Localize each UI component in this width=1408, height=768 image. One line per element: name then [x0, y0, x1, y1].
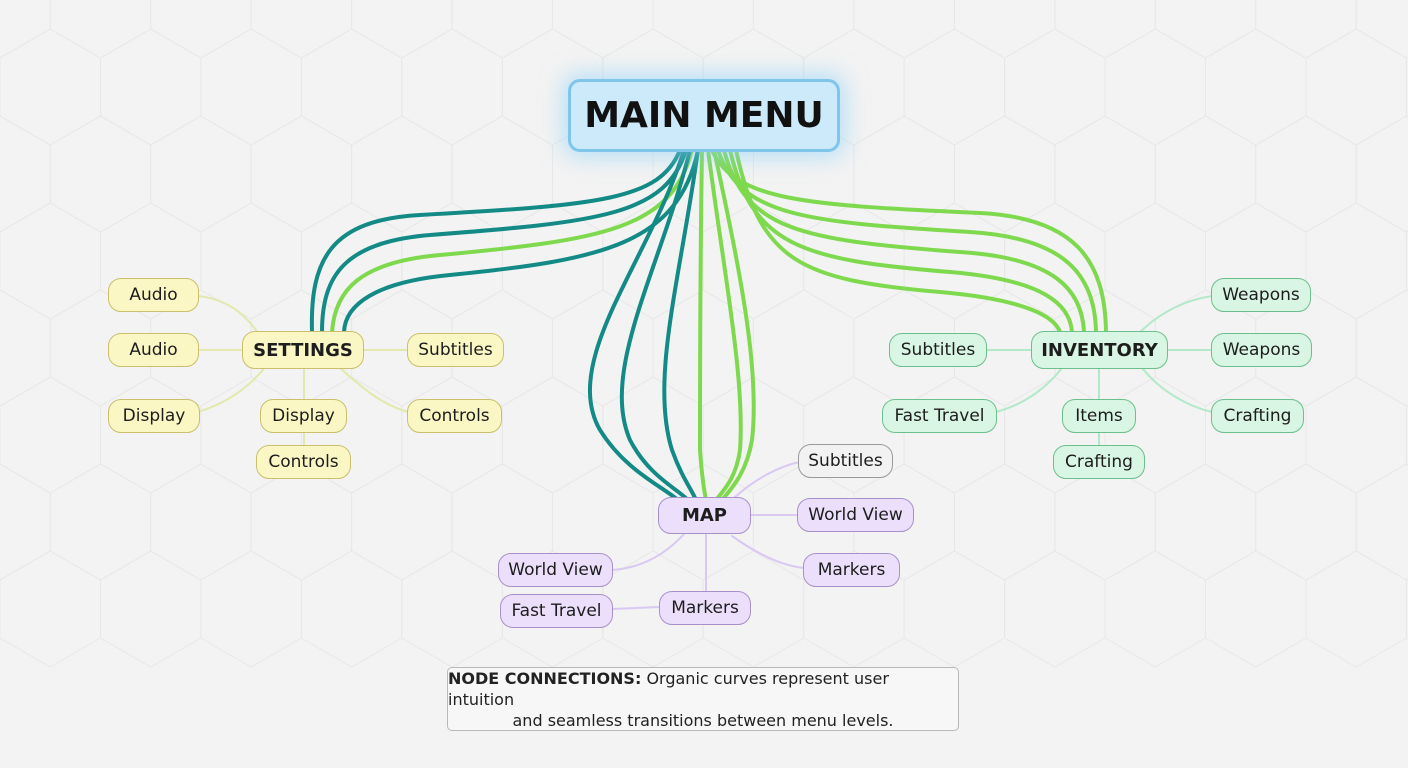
main-menu-node[interactable]: MAIN MENU: [568, 79, 840, 152]
main-to-inventory-curves: [710, 148, 1108, 334]
map-fast-travel-node[interactable]: Fast Travel: [500, 594, 613, 628]
map-markers-node-right[interactable]: Markers: [803, 553, 900, 587]
settings-subtitles-node[interactable]: Subtitles: [407, 333, 504, 367]
inventory-fast-travel-node[interactable]: Fast Travel: [882, 399, 997, 433]
inventory-hub-node[interactable]: INVENTORY: [1031, 331, 1168, 369]
settings-controls-node-right[interactable]: Controls: [407, 399, 502, 433]
map-hub-node[interactable]: MAP: [658, 497, 751, 534]
map-subtitles-node[interactable]: Subtitles: [798, 444, 893, 478]
inventory-weapons-node-2[interactable]: Weapons: [1211, 333, 1312, 367]
inventory-subtitles-node[interactable]: Subtitles: [889, 333, 987, 367]
settings-controls-node-below[interactable]: Controls: [256, 445, 351, 479]
main-to-map-curves: [588, 148, 756, 502]
settings-display-node-left[interactable]: Display: [108, 399, 200, 433]
caption-line-1: NODE CONNECTIONS: Organic curves represe…: [448, 668, 958, 710]
caption-line-2: and seamless transitions between menu le…: [512, 710, 894, 730]
inventory-weapons-node-1[interactable]: Weapons: [1211, 278, 1311, 312]
inventory-items-node[interactable]: Items: [1062, 399, 1136, 433]
map-world-view-node-left[interactable]: World View: [498, 553, 613, 587]
caption-line-1-text: Organic curves represent user intuition: [448, 668, 889, 709]
inventory-links: [985, 295, 1213, 449]
settings-display-node-below[interactable]: Display: [260, 399, 347, 433]
map-markers-node-below[interactable]: Markers: [659, 591, 751, 625]
inventory-crafting-node-below[interactable]: Crafting: [1053, 445, 1145, 479]
inventory-crafting-node-right[interactable]: Crafting: [1211, 399, 1304, 433]
hexagon-cell: [1405, 578, 1408, 640]
settings-audio-node-1[interactable]: Audio: [108, 278, 199, 312]
map-world-view-node-right[interactable]: World View: [797, 498, 914, 532]
settings-hub-node[interactable]: SETTINGS: [242, 331, 364, 369]
map-links: [611, 461, 805, 610]
node-connections-caption: NODE CONNECTIONS: Organic curves represe…: [447, 667, 959, 731]
caption-label: NODE CONNECTIONS:: [448, 668, 642, 688]
settings-audio-node-2[interactable]: Audio: [108, 333, 199, 367]
